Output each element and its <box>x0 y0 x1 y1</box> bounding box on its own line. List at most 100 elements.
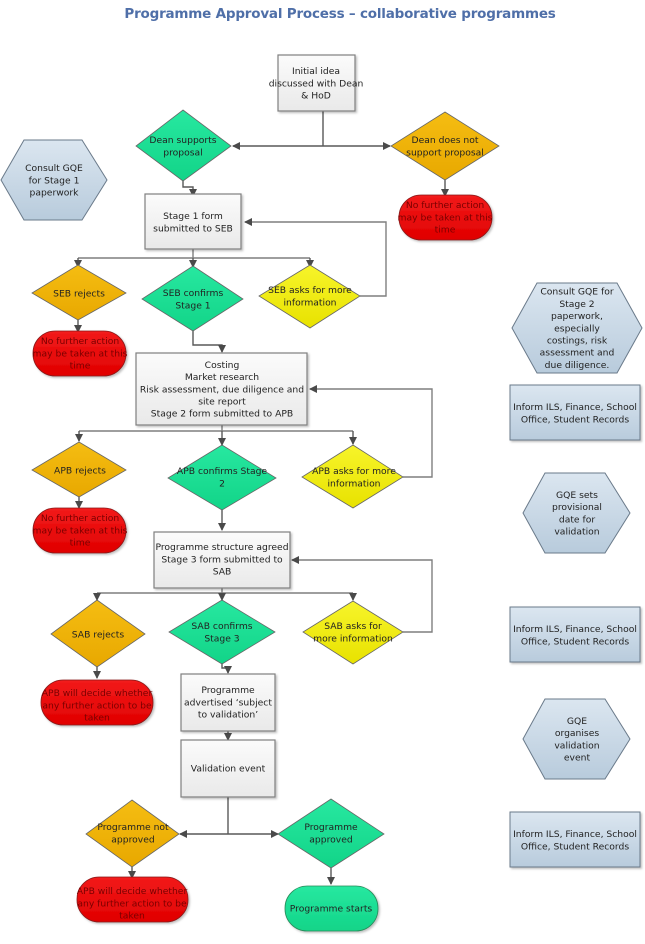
decision-sab-rejects[interactable]: SAB rejects <box>50 599 146 668</box>
node-label-line: GQE <box>567 716 587 727</box>
node-label-line: Initial idea <box>292 66 340 77</box>
node-label: SEB rejects <box>53 288 105 299</box>
node-label-line: SEB rejects <box>53 288 105 299</box>
node-label-line: advertised ‘subject <box>184 697 272 708</box>
node-label-line: SAB <box>213 567 232 578</box>
node-label-line: Inform ILS, Finance, School <box>513 829 637 840</box>
node-label-line: provisional <box>552 502 602 513</box>
node-label-line: Risk assessment, due diligence and <box>140 384 304 395</box>
connector-sab-more-loop <box>291 556 433 633</box>
node-label-line: may be taken at this <box>33 348 128 359</box>
node-label-line: APB confirms Stage <box>177 466 267 477</box>
node-label-line: Stage 1 form <box>163 211 223 222</box>
node-label-line: APB will decide whether <box>77 886 188 897</box>
node-label-line: information <box>283 297 336 308</box>
node-label-line: more information <box>313 633 393 644</box>
node-label-line: time <box>70 361 91 372</box>
connector-seb-more-loop <box>244 218 387 297</box>
node-label-line: Stage 3 <box>204 633 239 644</box>
node-label-line: 2 <box>219 478 225 489</box>
node-label-line: time <box>435 225 456 236</box>
node-label-line: Consult GQE <box>25 163 83 174</box>
decision-seb-rejects[interactable]: SEB rejects <box>31 264 127 321</box>
node-label-line: discussed with Dean <box>269 78 364 89</box>
node-label-line: No further action <box>406 200 484 211</box>
node-label-line: due diligence. <box>545 360 610 371</box>
terminal-programme-starts[interactable]: Programme starts <box>284 885 379 932</box>
process-validation-event[interactable]: Validation event <box>180 739 276 798</box>
node-label-line: Programme not <box>97 822 169 833</box>
node-label-line: taken <box>84 713 110 724</box>
node-label-line: Inform ILS, Finance, School <box>513 624 637 635</box>
node-label-line: Stage 1 <box>175 300 210 311</box>
node-label-line: approved <box>111 834 154 845</box>
decision-apb-rejects[interactable]: APB rejects <box>31 441 127 498</box>
node-label-line: for Stage 1 <box>29 175 80 186</box>
connector-apb-more-loop <box>309 385 433 478</box>
node-label-line: SAB confirms <box>191 621 252 632</box>
node-label-line: time <box>70 538 91 549</box>
node-label-line: assessment and <box>540 348 615 359</box>
node-label: Validation event <box>191 763 266 774</box>
node-label-line: approved <box>309 834 352 845</box>
node-label-line: APB rejects <box>54 465 106 476</box>
node-label: APB rejects <box>54 465 106 476</box>
connectors <box>74 111 449 885</box>
connector-dean-supports-to-stage1 <box>182 180 197 197</box>
node-label-line: paperwork, <box>551 311 603 322</box>
node-label-line: information <box>327 478 380 489</box>
node-label-line: Programme <box>304 822 358 833</box>
node-label-line: Office, Student Records <box>521 414 629 425</box>
node-label-line: SAB asks for <box>324 621 382 632</box>
node-label-line: Dean does not <box>412 135 479 146</box>
node-label-line: & HoD <box>301 91 331 102</box>
node-label-line: Market research <box>185 372 259 383</box>
node-label-line: Stage 2 form submitted to APB <box>151 409 293 420</box>
node-label-line: SEB confirms <box>163 288 224 299</box>
node-label-line: any further action to be <box>77 898 187 909</box>
node-label-line: date for <box>559 514 595 525</box>
